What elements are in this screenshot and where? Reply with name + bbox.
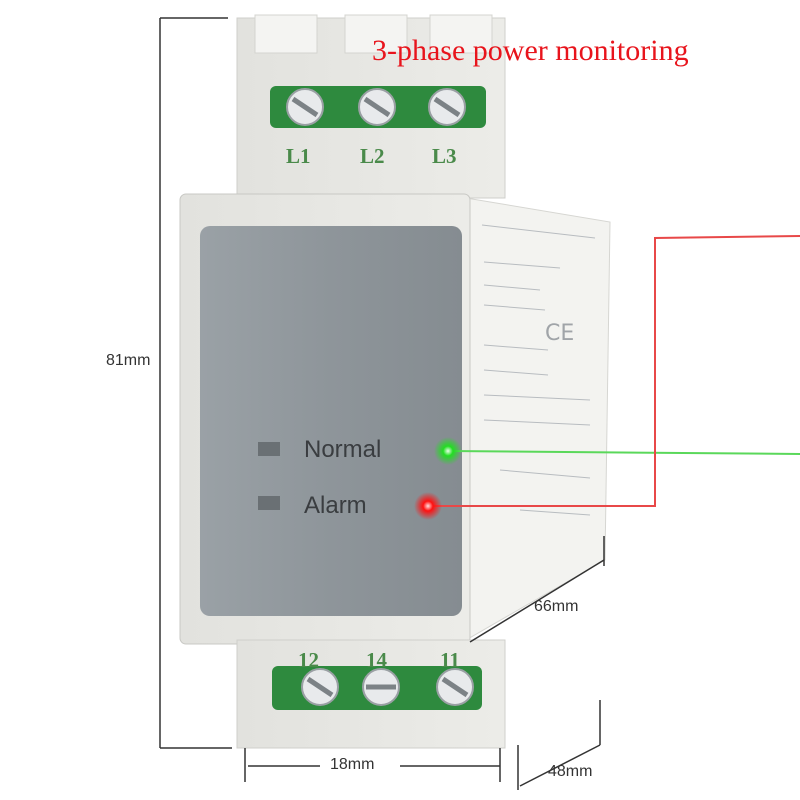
bottom-screw-14 xyxy=(362,668,400,706)
terminal-label-11: 11 xyxy=(440,648,460,672)
normal-indicator-label: Normal xyxy=(304,436,382,463)
terminal-label-l1: L1 xyxy=(286,144,311,168)
terminal-label-l2: L2 xyxy=(360,144,385,168)
device-front-body xyxy=(179,193,471,645)
alarm-indicator-label: Alarm xyxy=(304,492,367,519)
alarm-callout-line xyxy=(428,235,800,507)
normal-led-window xyxy=(258,442,280,456)
width-dimension-line xyxy=(244,748,501,782)
device-side-face: CE xyxy=(465,197,611,641)
normal-led-glow xyxy=(434,437,462,465)
terminal-label-12: 12 xyxy=(298,648,319,672)
alarm-led-window xyxy=(258,496,280,510)
terminal-label-l3: L3 xyxy=(432,144,457,168)
total-depth-dimension-label: 48mm xyxy=(548,763,593,780)
bottom-screw-12 xyxy=(301,668,339,706)
alarm-led-glow xyxy=(414,492,442,520)
width-dimension-label: 18mm xyxy=(330,756,375,773)
top-screw-l2 xyxy=(358,88,396,126)
height-dimension-label: 81mm xyxy=(106,352,151,369)
page-title: 3-phase power monitoring xyxy=(372,34,689,67)
svg-text:CE: CE xyxy=(545,321,574,346)
depth-dimension-line xyxy=(469,536,605,790)
bottom-screw-11 xyxy=(436,668,474,706)
top-screw-l1 xyxy=(286,88,324,126)
depth-dimension-label: 66mm xyxy=(534,598,579,615)
normal-callout-line xyxy=(447,450,800,455)
height-dimension-line xyxy=(159,17,232,749)
terminal-label-14: 14 xyxy=(366,648,387,672)
top-screw-l3 xyxy=(428,88,466,126)
